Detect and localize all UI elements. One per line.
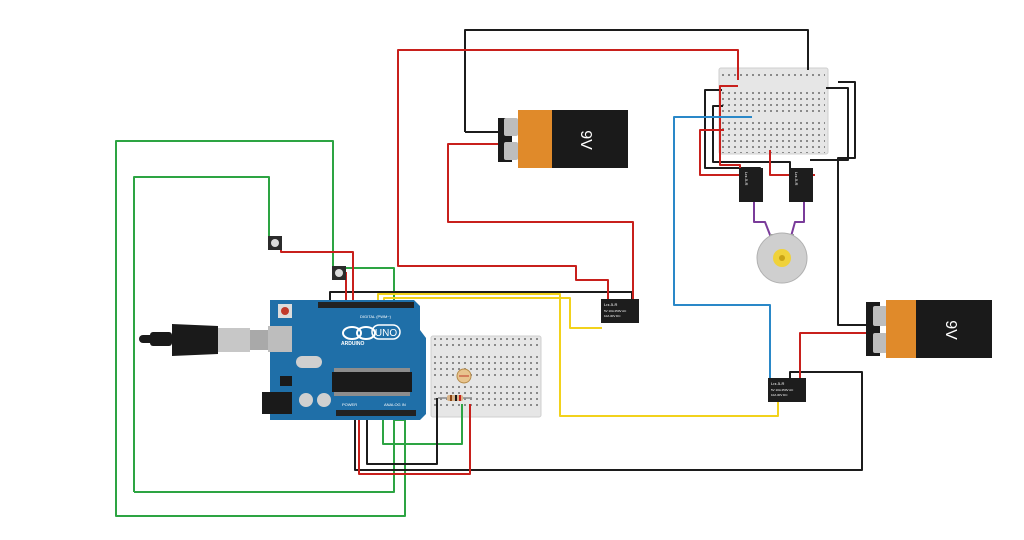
arduino-analog-label: ANALOG IN (384, 402, 406, 407)
battery-top-label: 9V (577, 130, 594, 150)
wire-green-outer (115, 140, 406, 517)
wire-yellow-2 (383, 297, 602, 329)
relay-top-right[interactable]: Lrz-5-R (789, 168, 813, 202)
relay-bottom-label: Lrz-5-R (771, 381, 784, 386)
arduino-uno[interactable]: ARDUINO UNO DIGITAL (PWM~) POWER ANALOG … (262, 300, 426, 420)
wire-black-right-battery (837, 81, 870, 326)
resistor[interactable] (438, 395, 472, 401)
wire-purple (753, 200, 805, 241)
pushbutton-1[interactable] (268, 236, 282, 250)
battery-9v-right[interactable]: 9V (866, 300, 992, 358)
wire-red-battery (447, 143, 634, 300)
relay-middle-spec-ac: 5V 10A 250V AC (604, 309, 627, 313)
relay-middle-spec-dc: 10A 30V DC (604, 314, 621, 318)
relay-bottom-spec-ac: 5V 10A 250V AC (771, 388, 794, 392)
wire-red-top (397, 49, 739, 300)
breadboard-top (718, 67, 829, 155)
wire-red-right (799, 332, 870, 378)
usb-cable (139, 324, 268, 356)
relay-middle-label: Lrz-5-R (604, 302, 617, 307)
wire-yellow (377, 293, 779, 417)
relay-bottom-spec-dc: 10A 30V DC (771, 393, 788, 397)
relay-top-left-label: Lrz-5-R (744, 172, 749, 185)
wire-black-bottom (366, 398, 438, 465)
battery-9v-top[interactable]: 9V (498, 110, 628, 168)
wire-black-top-loop (464, 29, 809, 132)
arduino-power-label: POWER (342, 402, 357, 407)
photoresistor[interactable] (456, 368, 472, 384)
battery-right-label: 9V (942, 320, 959, 340)
dc-motor[interactable] (756, 232, 808, 284)
wire-red-arduino-bottom (358, 404, 471, 475)
arduino-brand: ARDUINO (341, 341, 364, 347)
arduino-digital-label: DIGITAL (PWM~) (360, 314, 392, 319)
pushbutton-2[interactable] (332, 266, 346, 280)
relay-middle[interactable]: Lrz-5-R 5V 10A 250V AC 10A 30V DC (601, 299, 639, 323)
relay-top-left[interactable]: Lrz-5-R (739, 168, 763, 202)
wire-black-bb-2 (712, 105, 791, 175)
relay-bottom[interactable]: Lrz-5-R 5V 10A 250V AC 10A 30V DC (768, 378, 806, 402)
arduino-model: UNO (375, 328, 397, 339)
relay-top-right-label: Lrz-5-R (794, 172, 799, 185)
breadboard-bottom (430, 335, 542, 418)
wire-green-ldr (382, 404, 463, 445)
wire-black-right-relay (354, 371, 863, 471)
wire-blue (673, 116, 771, 380)
